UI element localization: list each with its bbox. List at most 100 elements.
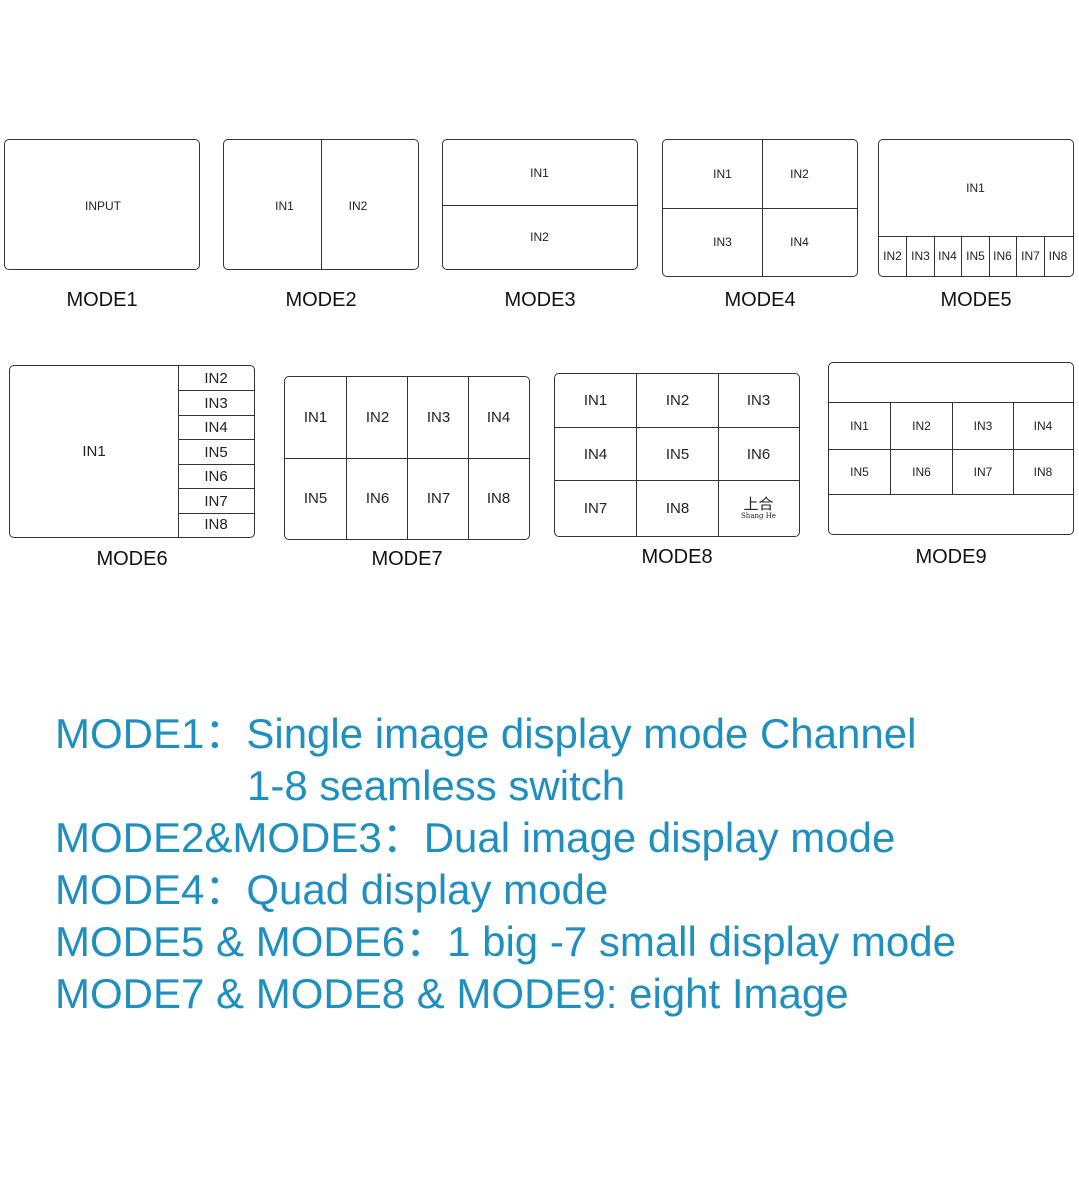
mode5-divider [961,236,962,276]
mode9-cell-in3: IN3 [973,419,993,433]
mode9-cell-in5: IN5 [850,465,869,479]
mode5-cell-in4: IN4 [938,249,957,263]
mode2-caption: MODE2 [285,289,357,311]
mode9-cell-in1: IN1 [850,419,869,433]
mode5-screen: IN1 IN2 IN3 IN4 IN5 IN6 IN7 IN8 [878,139,1074,277]
mode9-cell-in7: IN7 [973,465,993,479]
mode5-divider-h [879,236,1073,237]
mode9-cell-in8: IN8 [1033,465,1053,479]
mode8-caption: MODE8 [641,546,713,568]
mode6-cell-in4: IN4 [204,418,228,436]
mode1-screen: INPUT [4,139,200,270]
mode3-caption: MODE3 [504,289,576,311]
mode7-cell-in2: IN2 [365,409,390,426]
description-line-3: MODE2&MODE3：Dual image display mode [55,814,896,861]
mode9-divider [829,494,1073,495]
mode9-divider [829,402,1073,403]
mode3-cell-in2: IN2 [530,230,549,244]
mode5-cell-in6: IN6 [993,249,1012,263]
mode6-screen: IN1 IN2 IN3 IN4 IN5 IN6 IN7 IN8 [9,365,255,538]
mode7-cell-in1: IN1 [303,409,328,426]
logo-english-text: Shang He [741,511,776,520]
mode7-caption: MODE7 [371,548,443,570]
mode8-divider [555,480,799,481]
mode5-divider [934,236,935,276]
mode5-cell-in7: IN7 [1021,249,1040,263]
mode6-cell-in7: IN7 [204,492,228,510]
shang-he-logo: 上合 Shang He [741,494,776,520]
mode6-cell-in6: IN6 [204,467,228,485]
mode9-caption: MODE9 [915,546,987,568]
mode7-screen: IN1 IN2 IN3 IN4 IN5 IN6 IN7 IN8 [284,376,530,540]
mode7-cell-in4: IN4 [486,409,511,426]
mode8-cell-in3: IN3 [746,392,771,409]
mode8-cell-in5: IN5 [665,445,690,463]
mode5-divider [989,236,990,276]
mode5-cell-in8: IN8 [1048,249,1068,263]
mode6-divider [178,464,254,465]
mode1-cell-input: INPUT [85,198,121,213]
mode8-cell-in1: IN1 [583,392,608,409]
mode7-divider-h [285,458,529,459]
mode5-cell-in3: IN3 [911,249,930,263]
mode8-divider [636,374,637,536]
mode6-cell-in3: IN3 [204,394,228,412]
mode6-cell-in5: IN5 [204,443,228,461]
mode8-divider [555,427,799,428]
mode9-divider [952,402,953,495]
mode8-cell-in4: IN4 [583,445,608,463]
mode8-divider [718,374,719,536]
description-line-5: MODE5 & MODE6：1 big -7 small display mod… [55,918,956,965]
mode6-cell-in2: IN2 [204,369,228,387]
mode-description: MODE1：Single image display mode Channel … [55,708,1065,1020]
mode4-screen: IN1 IN2 IN3 IN4 [662,139,858,277]
mode6-cell-in8: IN8 [204,516,228,533]
mode2-divider [321,140,322,269]
mode9-divider [1013,402,1014,495]
mode5-cell-in2: IN2 [883,249,902,263]
mode8-cell-logo: 上合 Shang He [719,481,798,535]
mode1-caption: MODE1 [66,289,138,311]
mode9-divider [829,449,1073,450]
mode9-screen: IN1 IN2 IN3 IN4 IN5 IN6 IN7 IN8 [828,362,1074,535]
description-line-2: 1-8 seamless switch [247,762,626,809]
mode9-cell-in2: IN2 [912,419,931,433]
mode4-divider-h [663,208,857,209]
description-line-1: MODE1：Single image display mode Channel [55,710,917,757]
mode5-cell-in1: IN1 [966,181,985,195]
description-line-4: MODE4：Quad display mode [55,866,609,913]
mode6-divider [178,513,254,514]
mode6-caption: MODE6 [96,548,168,570]
mode9-cell-in6: IN6 [912,465,931,479]
mode8-cell-in8: IN8 [665,499,690,517]
mode7-cell-in6: IN6 [365,490,390,507]
mode8-cell-in7: IN7 [583,499,608,517]
mode4-cell-in4: IN4 [790,235,809,249]
mode6-divider [178,439,254,440]
mode5-cell-in5: IN5 [966,249,985,263]
mode4-cell-in3: IN3 [713,235,732,249]
mode7-cell-in5: IN5 [303,490,328,507]
logo-chinese-text: 上合 [743,494,774,513]
mode2-screen: IN1 IN2 [223,139,419,270]
mode3-screen: IN1 IN2 [442,139,638,270]
mode6-divider [178,415,254,416]
mode7-cell-in8: IN8 [486,490,511,507]
mode3-cell-in1: IN1 [530,165,549,180]
mode6-divider-v [178,366,179,537]
mode8-cell-in2: IN2 [665,392,690,409]
mode5-divider [1044,236,1045,276]
mode5-divider [906,236,907,276]
mode7-cell-in3: IN3 [426,409,451,426]
description-line-6: MODE7 & MODE8 & MODE9: eight Image [55,970,849,1017]
mode8-cell-in6: IN6 [746,445,771,463]
mode6-cell-in1: IN1 [82,442,106,460]
mode9-cell-in4: IN4 [1033,419,1053,433]
mode4-caption: MODE4 [724,289,796,311]
mode4-cell-in2: IN2 [790,167,809,181]
mode7-cell-in7: IN7 [426,490,451,507]
mode3-divider [443,205,637,206]
mode2-cell-in2: IN2 [348,198,368,213]
mode4-cell-in1: IN1 [713,167,732,181]
mode6-divider [178,390,254,391]
